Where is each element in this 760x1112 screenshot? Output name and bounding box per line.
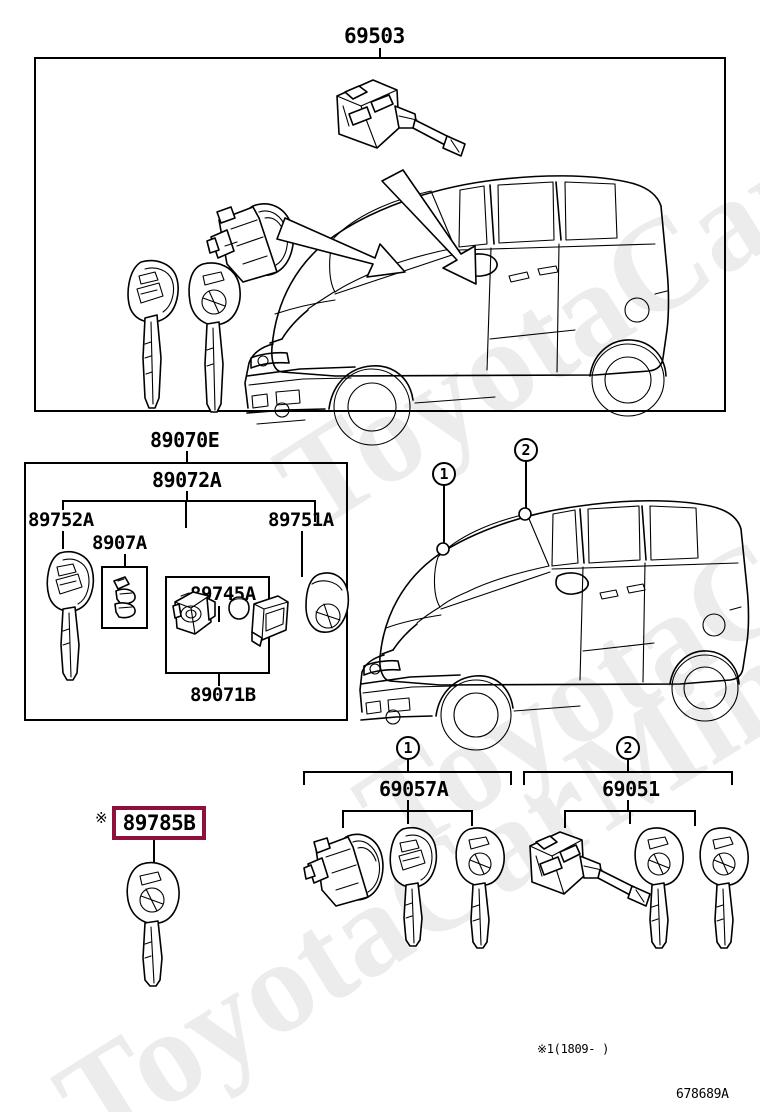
callout-1: 1	[432, 462, 456, 486]
keyset-branch-label-89751a: 89751A	[268, 509, 334, 531]
keyset-branch-tick-left	[62, 500, 64, 510]
keyset-sub-label: 89072A	[152, 468, 222, 492]
keyset-leader-8907a	[124, 554, 126, 566]
footnote-text: ※1(1809- )	[537, 1042, 610, 1056]
key-plain-icon	[188, 262, 241, 413]
spring-contact-icon	[113, 576, 136, 619]
set2-bracket-stem	[627, 760, 629, 771]
panel-vehicle-artwork	[359, 499, 750, 751]
set1-callout: 1	[396, 736, 420, 760]
keyset-branch-bar	[62, 500, 316, 502]
key-transmitter-housing-icon	[46, 551, 95, 681]
callout-2-leader	[525, 462, 527, 512]
set1-bracket-right	[510, 771, 512, 785]
battery-coin-icon	[228, 596, 250, 620]
set1-label-leader	[407, 800, 409, 810]
callout-2: 2	[514, 438, 538, 462]
transponder-key-icon	[126, 861, 180, 987]
box-8907a	[101, 566, 148, 629]
transponder-key-artwork	[126, 861, 180, 987]
panel-top-leader	[379, 48, 381, 58]
transmitter-cover-icon	[305, 572, 350, 633]
set2-bracket-right	[731, 771, 733, 785]
highlighted-part-number: 89785B	[116, 810, 202, 836]
keyset-root-leader	[186, 451, 188, 462]
set2-item-tick-3	[694, 810, 696, 826]
set2-label: 69051	[602, 777, 660, 801]
set2-label-leader	[627, 800, 629, 810]
callout-1-target	[436, 542, 450, 556]
keyset-sub-leader	[186, 491, 188, 500]
sheet-code: 678689A	[676, 1087, 729, 1102]
door-lock-cylinder-icon	[206, 203, 295, 283]
set2-bracket	[523, 771, 733, 773]
panel-top	[34, 57, 726, 412]
set1-item-tick-1	[342, 810, 344, 828]
highlight-star-marker: ※	[95, 809, 108, 827]
set1-bracket	[303, 771, 512, 773]
set2-item-tick-2	[629, 810, 631, 824]
keyset-root-label: 89070E	[150, 428, 220, 452]
panel-set2-artwork	[529, 827, 749, 949]
key-plain-a-icon	[634, 827, 684, 949]
set1-bracket-stem	[407, 760, 409, 771]
keyset-branch-tick-mid	[185, 500, 187, 528]
set1-label: 69057A	[379, 777, 449, 801]
set1-item-tick-2	[407, 810, 409, 824]
keyset-leader-89751a	[301, 531, 303, 577]
key-plain-b-icon	[699, 827, 749, 949]
key-with-transmitter-icon	[127, 259, 179, 409]
highlighted-part-box[interactable]: 89785B	[112, 806, 206, 840]
ignition-switch-assembly-icon	[336, 79, 466, 157]
label-89071b: 89071B	[190, 684, 256, 706]
lock-cylinder-icon	[303, 833, 384, 907]
transmitter-module-icon	[172, 591, 216, 635]
arrow-to-door-lock-icon	[276, 217, 406, 278]
set1-item-tick-3	[471, 810, 473, 826]
keyset-leader-89752a	[62, 531, 64, 549]
callout-1-leader	[443, 486, 445, 548]
set2-item-tick-1	[564, 810, 566, 828]
keyset-branch-label-89752a: 89752A	[28, 509, 94, 531]
panel-top-artwork	[127, 79, 670, 446]
vehicle-outline-icon	[359, 499, 750, 751]
highlight-leader	[153, 840, 155, 862]
keyset-branch-label-8907a: 8907A	[92, 532, 147, 554]
leader-89745a	[218, 606, 220, 622]
key-with-transmitter-icon	[389, 827, 438, 947]
panel-keyset-artwork	[46, 551, 350, 681]
set2-bracket-left	[523, 771, 525, 785]
leader-89071b	[218, 674, 220, 686]
key-plain-icon	[455, 827, 505, 949]
vehicle-outline-icon	[244, 175, 670, 446]
set1-bracket-left	[303, 771, 305, 785]
arrow-to-ignition-icon	[381, 169, 477, 285]
callout-2-target	[518, 507, 532, 521]
battery-cover-icon	[251, 595, 289, 647]
keyset-branch-tick-right	[314, 500, 316, 522]
panel-top-label: 69503	[344, 24, 405, 48]
ignition-switch-assembly-icon	[529, 831, 651, 907]
panel-set1-artwork	[303, 827, 505, 949]
set2-callout: 2	[616, 736, 640, 760]
